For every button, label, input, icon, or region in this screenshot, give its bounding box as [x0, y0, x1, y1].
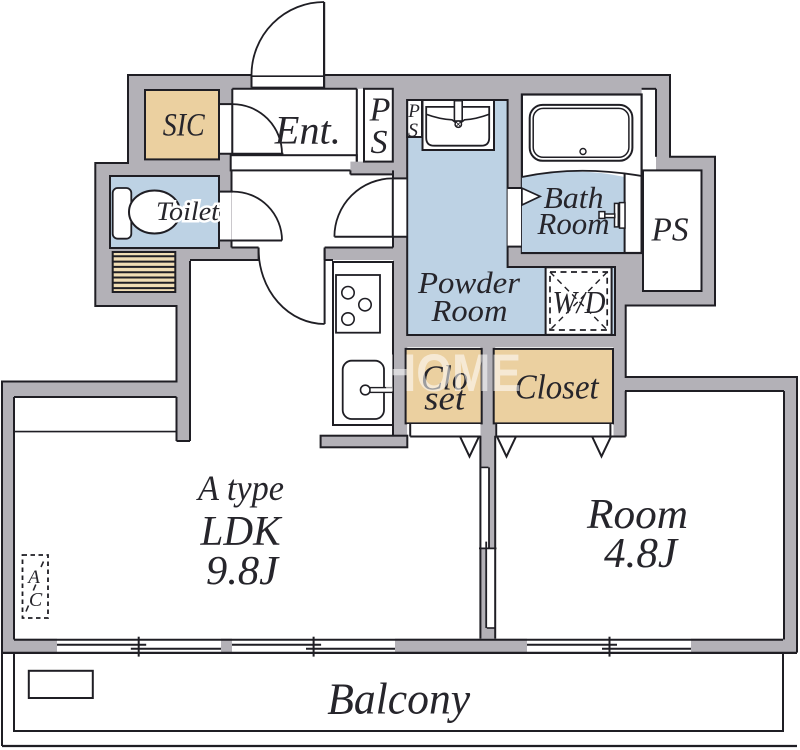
svg-text:S: S	[408, 120, 418, 142]
svg-text:HOME: HOME	[383, 344, 521, 403]
svg-text:C: C	[29, 589, 43, 611]
svg-text:4.8J: 4.8J	[604, 531, 679, 577]
svg-text:A type: A type	[196, 468, 284, 508]
svg-text:Powder: Powder	[417, 265, 521, 300]
svg-text:A: A	[26, 567, 40, 588]
svg-text:W/D: W/D	[553, 284, 606, 320]
svg-text:Closet: Closet	[515, 368, 600, 407]
svg-text:P: P	[369, 92, 391, 129]
svg-text:set: set	[424, 381, 467, 418]
svg-text:Ent.: Ent.	[274, 108, 341, 153]
svg-text:Room: Room	[430, 293, 507, 328]
svg-text:Balcony: Balcony	[327, 675, 470, 724]
svg-text:Toilet: Toilet	[156, 197, 220, 226]
svg-text:LDK: LDK	[200, 509, 283, 555]
svg-text:9.8J: 9.8J	[206, 547, 280, 593]
svg-text:P: P	[407, 101, 420, 122]
svg-text:S: S	[371, 124, 388, 161]
svg-text:PS: PS	[651, 212, 689, 249]
svg-text:Room: Room	[586, 492, 688, 538]
svg-text:Clo: Clo	[421, 359, 468, 398]
svg-text:Bath: Bath	[544, 180, 604, 215]
svg-text:Room: Room	[537, 206, 610, 241]
svg-text:SIC: SIC	[163, 108, 206, 144]
